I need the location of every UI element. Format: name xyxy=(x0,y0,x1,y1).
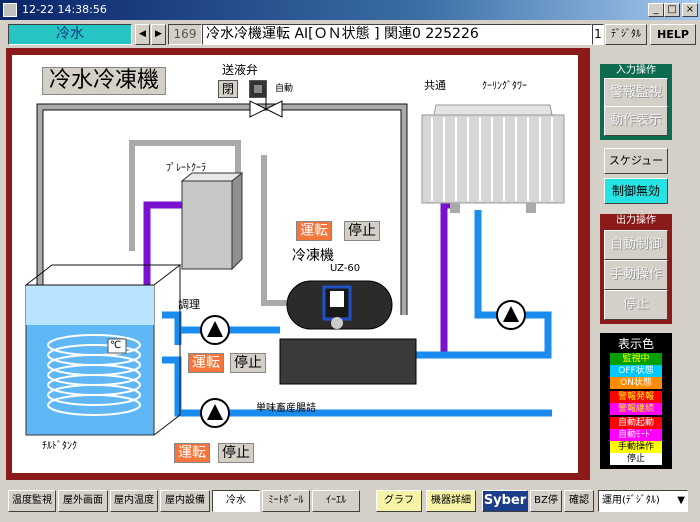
status-message: 冷水冷機運転 AI[ＯＮ状態 ] 関連0 225226 xyxy=(202,24,592,45)
help-button[interactable]: HELP xyxy=(650,24,696,45)
chiller-label: 冷凍機 xyxy=(292,248,334,264)
valve-close-button[interactable]: 閉 xyxy=(218,80,238,98)
indoor-equipment-button[interactable]: 屋内設備 xyxy=(160,490,210,512)
adjust-label: 調理 xyxy=(178,298,200,311)
valve-auto-label: 自動 xyxy=(275,84,294,94)
indoor-temp-button[interactable]: 屋内温度 xyxy=(110,490,158,512)
legend-item: 手動操作 xyxy=(610,441,662,453)
temp-monitor-button[interactable]: 温度監視 xyxy=(8,490,56,512)
area-name: 冷水 xyxy=(8,24,132,45)
chiller-model: UZ-60 xyxy=(330,263,361,274)
blue-pipes xyxy=(162,210,552,417)
chiller-run-button[interactable]: 運転 xyxy=(296,221,332,241)
legend-item: 自動起動 xyxy=(610,417,662,429)
legend-item: OFF状態 xyxy=(610,365,662,377)
chevron-down-icon[interactable]: ▼ xyxy=(677,495,685,506)
supply-label: 単味畜産腸詰 xyxy=(256,403,316,414)
manual-operation-button[interactable]: 手動操作 xyxy=(604,260,668,290)
input-section-title: 入力操作 xyxy=(600,64,672,78)
legend-item: 監視中 xyxy=(610,353,662,365)
supply-stop-button[interactable]: 停止 xyxy=(218,443,254,463)
minimize-button[interactable]: _ xyxy=(648,3,664,17)
valve-label: 送液弁 xyxy=(222,63,259,77)
mode-select[interactable]: 運用(ﾃﾞｼﾞﾀﾙ) ▼ xyxy=(598,490,688,512)
legend-item: ON状態 xyxy=(610,377,662,389)
title-bar: 12-22 14:38:56 _ □ × xyxy=(0,0,700,20)
diagram-canvas: 冷水冷凍機 送液弁 閉 自動 ﾌﾟﾚｰﾄｸｰﾗ 共通 ｸｰﾘﾝｸﾞﾀﾜｰ 運転 … xyxy=(12,55,578,473)
output-section-title: 出力操作 xyxy=(600,214,672,228)
yeel-button[interactable]: ｲｰｴﾙ xyxy=(312,490,360,512)
color-legend: 表示色 監視中 OFF状態 ON状態 警報発報 警報継続 自動起動 自動ﾓｰﾄﾞ… xyxy=(600,333,672,469)
mode-select-value: 運用(ﾃﾞｼﾞﾀﾙ) xyxy=(602,495,660,506)
supply-run-button[interactable]: 運転 xyxy=(174,443,210,463)
alarm-monitor-button[interactable]: 警報監視 xyxy=(604,78,668,108)
message-count: 1 xyxy=(592,24,604,45)
common-label: 共通 xyxy=(424,79,446,92)
window-title: 12-22 14:38:56 xyxy=(22,3,107,16)
control-disable-button[interactable]: 制御無効 xyxy=(604,178,668,204)
maximize-button[interactable]: □ xyxy=(664,3,680,17)
legend-item: 停止 xyxy=(610,453,662,465)
cooling-tower-label: ｸｰﾘﾝｸﾞﾀﾜｰ xyxy=(482,81,527,92)
confirm-button[interactable]: 確認 xyxy=(564,490,594,512)
chiller-stop-button[interactable]: 停止 xyxy=(344,221,380,241)
adjust-stop-button[interactable]: 停止 xyxy=(230,353,266,373)
valve-symbol xyxy=(249,95,283,118)
plate-cooler xyxy=(180,171,244,271)
chiller-unit xyxy=(279,280,417,385)
valve-indicator xyxy=(249,80,267,98)
plate-cooler-label: ﾌﾟﾚｰﾄｸｰﾗ xyxy=(166,163,206,174)
meatball-button[interactable]: ﾐｰﾄﾎﾞｰﾙ xyxy=(262,490,310,512)
cooling-tower xyxy=(421,104,565,213)
buzzer-stop-button[interactable]: BZ停 xyxy=(530,490,562,512)
digital-button[interactable]: ﾃﾞｼﾞﾀﾙ xyxy=(605,24,647,45)
tank-label: ﾁﾙﾄﾞﾀﾝｸ xyxy=(42,441,77,452)
close-button[interactable]: × xyxy=(682,3,698,17)
schedule-button[interactable]: スケジュール xyxy=(604,148,668,191)
temperature-unit: ℃ xyxy=(110,340,122,351)
machine-title: 冷水冷凍機 xyxy=(42,67,167,95)
legend-title: 表示色 xyxy=(617,337,654,351)
side-panel: 入力操作 警報監視 動作表示 スケジュール 制御無効 出力操作 自動制御 手動操… xyxy=(596,60,696,470)
auto-control-button[interactable]: 自動制御 xyxy=(604,230,668,260)
legend-item: 自動ﾓｰﾄﾞ xyxy=(610,429,662,441)
pumps xyxy=(200,300,526,428)
next-message-button[interactable]: ▶ xyxy=(151,24,166,45)
stop-output-button[interactable]: 停止 xyxy=(604,290,668,320)
chilled-tank xyxy=(24,264,182,436)
equipment-detail-button[interactable]: 機器詳細 xyxy=(426,490,476,512)
legend-item: 警報継続 xyxy=(610,403,662,415)
syber-button[interactable]: Syber xyxy=(482,490,528,512)
process-diagram xyxy=(24,95,565,436)
cold-water-button[interactable]: 冷水 xyxy=(212,490,260,512)
message-number: 169 xyxy=(168,24,202,45)
app-icon xyxy=(3,3,17,17)
action-display-button[interactable]: 動作表示 xyxy=(604,106,668,136)
adjust-run-button[interactable]: 運転 xyxy=(188,353,224,373)
prev-message-button[interactable]: ◀ xyxy=(135,24,150,45)
graph-button[interactable]: グラフ xyxy=(376,490,422,512)
outdoor-screen-button[interactable]: 屋外画面 xyxy=(58,490,108,512)
legend-item: 警報発報 xyxy=(610,391,662,403)
